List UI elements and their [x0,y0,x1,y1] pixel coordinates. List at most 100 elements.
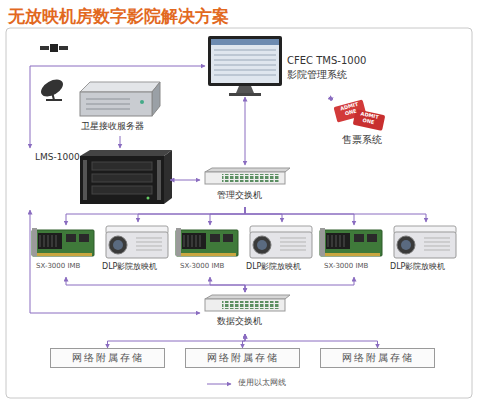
ticket-art [333,99,385,131]
server-front [80,156,164,204]
server-side [164,150,172,204]
data-switch-art [205,295,290,311]
ethernet-connector [245,334,378,348]
legend-sample [205,379,235,389]
dish-bowl [38,76,66,100]
switch-top [205,168,290,172]
network-switch: 管理交换机 [200,165,290,207]
rack-handle [83,160,87,200]
ethernet-connector [138,207,245,222]
ethernet-connector [210,207,245,225]
server-top [80,82,160,92]
ethernet-connector [245,207,282,222]
switch-top [205,295,290,299]
projector-unit: DLP影院放映机 [390,222,462,277]
ethernet-connector [30,66,205,148]
dish-base [46,99,62,101]
server-slot [86,109,130,110]
monitor-screen [211,39,279,83]
ethernet-connector [329,97,333,100]
node-label: DLP影院放映机 [246,262,318,271]
projector-unit: DLP影院放映机 [102,222,174,277]
dlp-projector [106,226,168,258]
ethernet-connector [170,180,200,181]
diagram-frame [6,28,472,398]
server-led [140,100,144,104]
node-label: 售票系统 [342,134,400,146]
server-slot [86,99,130,100]
node-label: DLP影院放映机 [102,262,174,271]
monitor-bezel [208,36,282,86]
ethernet-connector [66,277,245,292]
ethernet-connector [30,210,200,313]
switch-front [205,299,285,311]
library-server: LMS-1000 [15,148,170,210]
node-label: 网络附属存储 [186,352,299,364]
ethernet-connector [245,277,354,292]
node-label: SX-3000 IMB [180,262,244,270]
server-side [152,82,160,116]
screen-row [214,65,276,66]
ethernet-connector [245,207,426,222]
projector-unit: DLP影院放映机 [246,222,318,277]
ethernet-connector [245,97,246,165]
server-front [80,92,152,116]
node-label: CFEC TMS-1000 [287,55,375,67]
management-switch-art [205,168,290,184]
monitor-stand [236,86,254,93]
node-label: LMS-1000 [35,152,95,162]
node-label: SX-3000 IMB [324,262,388,270]
storage-box: 网络附属存储 [185,348,300,368]
screen-row [214,60,276,61]
management-system: CFEC TMS-1000 影院管理系统 [205,35,375,97]
sx-unit: SX-3000 IMB [32,225,100,277]
satellite-server: 卫星接收服务器 [75,78,165,136]
ethernet-connector [108,334,246,348]
screen-bar [211,39,279,45]
monitor-base [229,93,261,96]
switch-ports [222,301,280,309]
switch-front [205,172,285,184]
ethernet-connector [120,136,121,148]
dlp-projector [394,226,456,258]
dish-mount [52,92,54,100]
ticket-system: 售票系统 [328,100,400,150]
diagram-title: 无放映机房数字影院解决方案 [8,5,229,28]
satellite-panel [59,46,68,50]
node-label: SX-3000 IMB [36,262,100,270]
storage-box: 网络附属存储 [320,348,435,368]
screen-row [214,70,276,71]
node-label: 影院管理系统 [287,69,375,81]
node-label: 网络附属存储 [321,352,434,364]
screen-row [214,50,276,51]
sx-board [32,228,94,256]
sx-unit: SX-3000 IMB [176,225,244,277]
node-label: DLP影院放映机 [390,262,462,271]
drive-bay [92,162,152,170]
screen-row [214,55,276,56]
server-slot [86,104,130,105]
legend-text: 使用以太网线 [238,378,286,387]
sx-board [320,228,382,256]
node-label: 网络附属存储 [51,352,164,364]
ticket [353,109,386,131]
satellite-panel [40,46,49,50]
switch-ports [222,174,280,182]
dlp-projector [250,226,312,258]
drive-bay [92,186,152,194]
satellite-body [50,44,58,52]
node-label: 管理交换机 [217,190,287,200]
ethernet-connector [245,207,354,225]
screen-row [214,75,276,76]
sx-board [176,228,238,256]
server-led [147,197,150,200]
ethernet-connector [243,334,246,348]
node-label: 卫星接收服务器 [81,121,165,131]
node-label: 数据交换机 [217,316,287,326]
drive-bay [92,174,152,182]
storage-box: 网络附属存储 [50,348,165,368]
